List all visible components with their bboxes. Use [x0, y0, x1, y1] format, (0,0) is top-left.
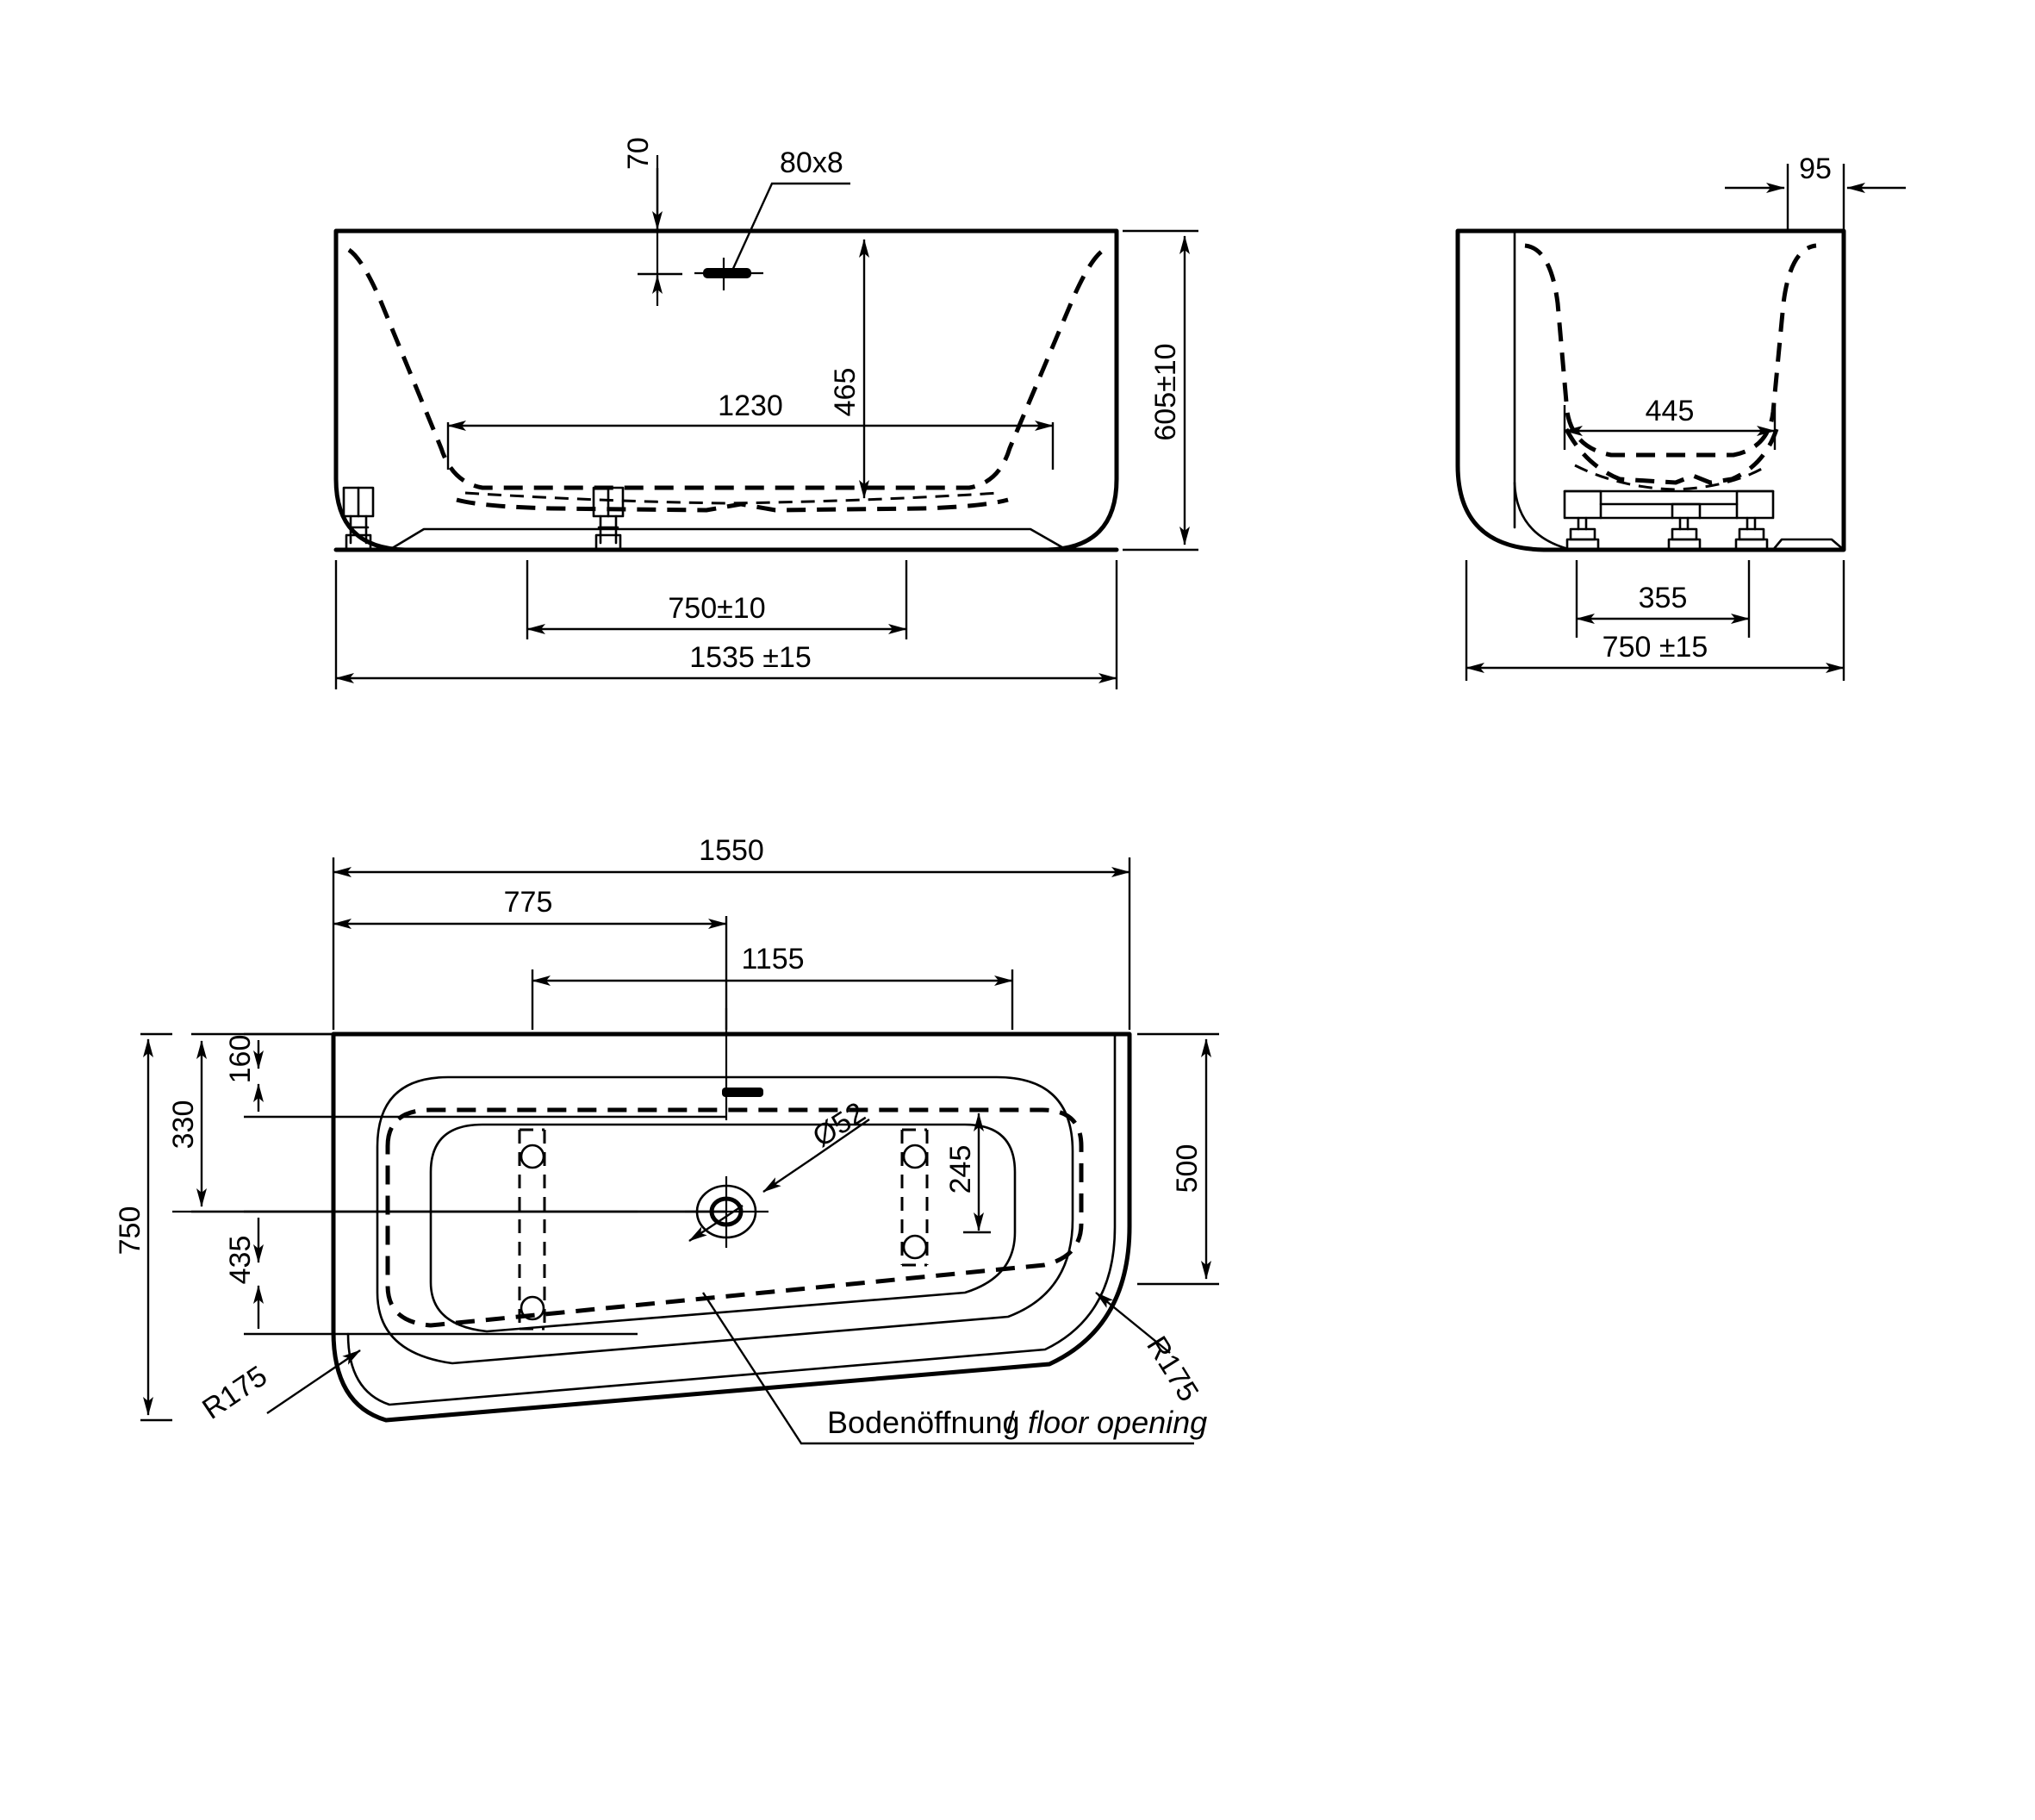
dim-label-160: 160 — [224, 1035, 257, 1084]
note-separator: / — [1006, 1405, 1015, 1440]
dim-label-1230: 1230 — [718, 390, 783, 422]
front-inner-bowl-base-hidden — [464, 491, 1000, 505]
dim-label-r175-left: R175 — [196, 1360, 273, 1426]
dim-label-80x8: 80x8 — [780, 146, 843, 179]
front-foot-right — [592, 486, 625, 552]
dim-160: 160 — [224, 1032, 725, 1119]
dim-label-1550: 1550 — [699, 834, 764, 867]
side-body-inner-curve — [1513, 481, 1573, 552]
dim-80x8: 80x8 — [730, 146, 850, 273]
dim-label-245: 245 — [944, 1145, 977, 1194]
dim-1535: 1535 ±15 — [334, 560, 1118, 689]
dim-605: 605±10 — [1123, 229, 1198, 552]
front-elevation-view: 70 80x8 465 1230 — [333, 137, 1198, 689]
dim-70: 70 — [622, 137, 682, 306]
plan-outer-outline — [331, 1032, 1132, 1423]
dim-label-775: 775 — [504, 886, 553, 919]
dim-label-1535: 1535 ±15 — [689, 641, 812, 674]
dim-1550: 1550 — [332, 834, 1131, 1030]
plan-bowl-rim — [376, 1075, 1074, 1365]
overflow-slot — [694, 258, 763, 290]
note-label-en: floor opening — [1028, 1405, 1207, 1440]
dim-775: 775 — [333, 886, 728, 1030]
dim-label-750-width: 750 ±15 — [1602, 631, 1708, 664]
note-floor-opening: Bodenöffnung / floor opening — [701, 1292, 1207, 1445]
dim-245: 245 — [944, 1113, 991, 1234]
dim-355: 355 — [1575, 560, 1751, 638]
dim-500: 500 — [1137, 1032, 1219, 1286]
plan-bowl-base — [429, 1123, 1017, 1333]
dim-750-width: 750 ±15 — [1465, 560, 1845, 681]
front-base-plinth — [388, 527, 1068, 552]
dim-label-r175-right: R175 — [1140, 1331, 1204, 1407]
plan-overflow-mark — [722, 1088, 763, 1097]
dim-95: 95 — [1725, 153, 1906, 231]
plan-support-left — [518, 1128, 546, 1331]
front-inner-bowl-lower-hidden — [456, 497, 1009, 513]
side-body-outline — [1455, 228, 1846, 552]
plan-outer-rim-inner — [346, 1032, 1117, 1406]
side-plinth-detail — [1771, 538, 1845, 552]
dim-750-plan: 750 — [114, 1032, 172, 1422]
dim-label-1155: 1155 — [741, 943, 804, 975]
side-foot-right — [1734, 516, 1769, 552]
plan-support-right — [900, 1128, 929, 1267]
dim-label-330: 330 — [167, 1100, 200, 1150]
dim-label-70: 70 — [622, 137, 655, 170]
side-support-frame — [1563, 489, 1775, 520]
dim-750-feet: 750±10 — [526, 560, 908, 639]
dim-435: 435 — [224, 1210, 725, 1336]
note-label-de: Bodenöffnung — [827, 1405, 1020, 1440]
dim-label-750-feet: 750±10 — [668, 592, 765, 625]
dim-label-435: 435 — [224, 1236, 257, 1285]
front-inner-bowl-hidden — [347, 247, 1105, 490]
dim-1230: 1230 — [446, 390, 1055, 470]
plan-floor-opening — [385, 1107, 1084, 1328]
dim-1155: 1155 — [531, 943, 1014, 1030]
dim-label-500: 500 — [1171, 1144, 1204, 1194]
plan-view: 1550 775 1155 160 — [114, 834, 1219, 1445]
dim-label-465: 465 — [829, 368, 862, 417]
dim-label-diameter-52: Ø52 — [807, 1096, 872, 1154]
front-foot-left — [342, 486, 375, 552]
side-inner-bowl-hidden — [1524, 243, 1817, 458]
dim-label-750-plan: 750 — [114, 1206, 146, 1256]
dim-label-355: 355 — [1639, 582, 1688, 614]
side-inner-bowl-base2-hidden — [1574, 464, 1769, 491]
dim-445: 445 — [1563, 395, 1777, 450]
side-foot-middle — [1667, 516, 1702, 552]
dim-465: 465 — [829, 239, 869, 499]
side-elevation-view: 95 445 355 750 ±15 — [1455, 153, 1906, 681]
dim-label-445: 445 — [1646, 395, 1695, 427]
side-foot-left — [1565, 516, 1600, 552]
dim-label-605: 605±10 — [1149, 343, 1182, 440]
dim-label-95: 95 — [1799, 153, 1832, 185]
